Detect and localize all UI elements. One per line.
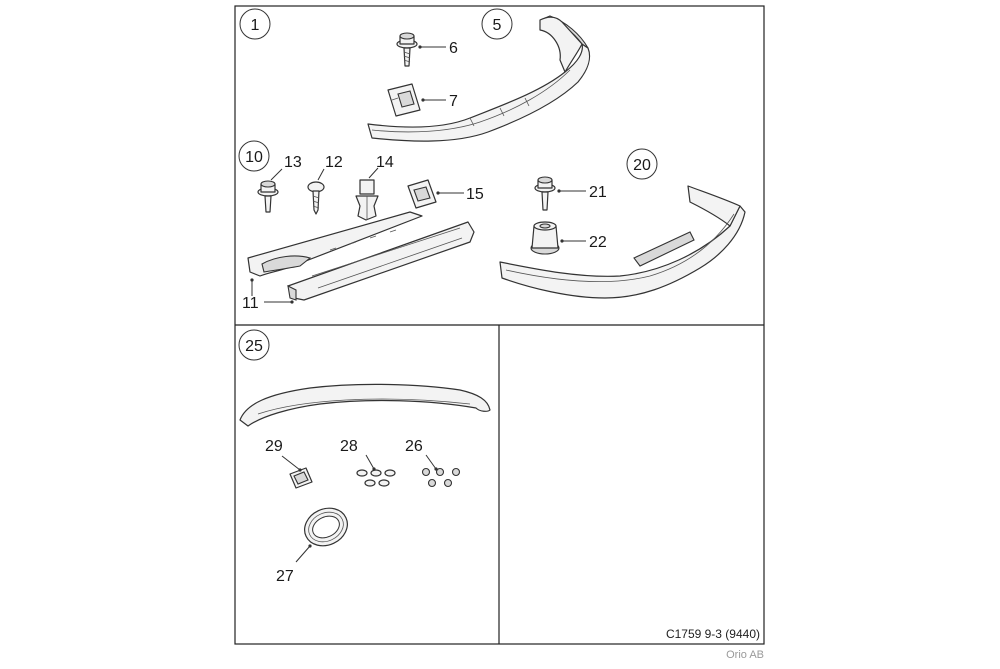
rear-spoiler-part <box>499 185 746 299</box>
callout-7: 7 <box>449 93 458 110</box>
section-marker-20: 20 <box>626 148 658 180</box>
washer-icon <box>356 469 396 487</box>
section-number: 20 <box>633 157 651 174</box>
grommet-ring-icon <box>304 507 348 547</box>
side-skirt-part <box>247 211 475 301</box>
diagram-frame <box>234 5 765 645</box>
screw-icon <box>307 181 325 215</box>
callout-21: 21 <box>589 184 607 201</box>
callout-22: 22 <box>589 234 607 251</box>
bolt-icon <box>534 176 556 211</box>
section-number: 25 <box>245 338 263 355</box>
section-marker-10: 10 <box>238 140 270 172</box>
clip-nut-icon <box>387 83 421 117</box>
nut-icon <box>421 467 461 488</box>
diagram-reference: C1759 9-3 (9440) <box>666 627 760 641</box>
clip-nut-icon <box>407 179 437 209</box>
brand-watermark: Orio AB <box>726 649 764 661</box>
rear-wing-part <box>239 383 491 427</box>
section-marker-1: 1 <box>239 8 271 40</box>
clip-icon <box>289 467 313 489</box>
front-spoiler-part <box>367 15 591 142</box>
push-clip-icon <box>355 179 379 221</box>
bolt-icon <box>257 180 279 213</box>
callout-29: 29 <box>265 438 283 455</box>
callout-27: 27 <box>276 568 294 585</box>
callout-13: 13 <box>284 154 302 171</box>
callout-28: 28 <box>340 438 358 455</box>
callout-26: 26 <box>405 438 423 455</box>
callout-6: 6 <box>449 40 458 57</box>
callout-15: 15 <box>466 186 484 203</box>
callout-14: 14 <box>376 154 394 171</box>
section-number: 10 <box>245 149 263 166</box>
callout-11: 11 <box>242 295 259 312</box>
bolt-icon <box>396 32 418 67</box>
section-marker-5: 5 <box>481 8 513 40</box>
section-number: 1 <box>251 17 260 34</box>
callout-12: 12 <box>325 154 343 171</box>
section-number: 5 <box>493 17 502 34</box>
section-marker-25: 25 <box>238 329 270 361</box>
expansion-nut-icon <box>530 221 560 255</box>
